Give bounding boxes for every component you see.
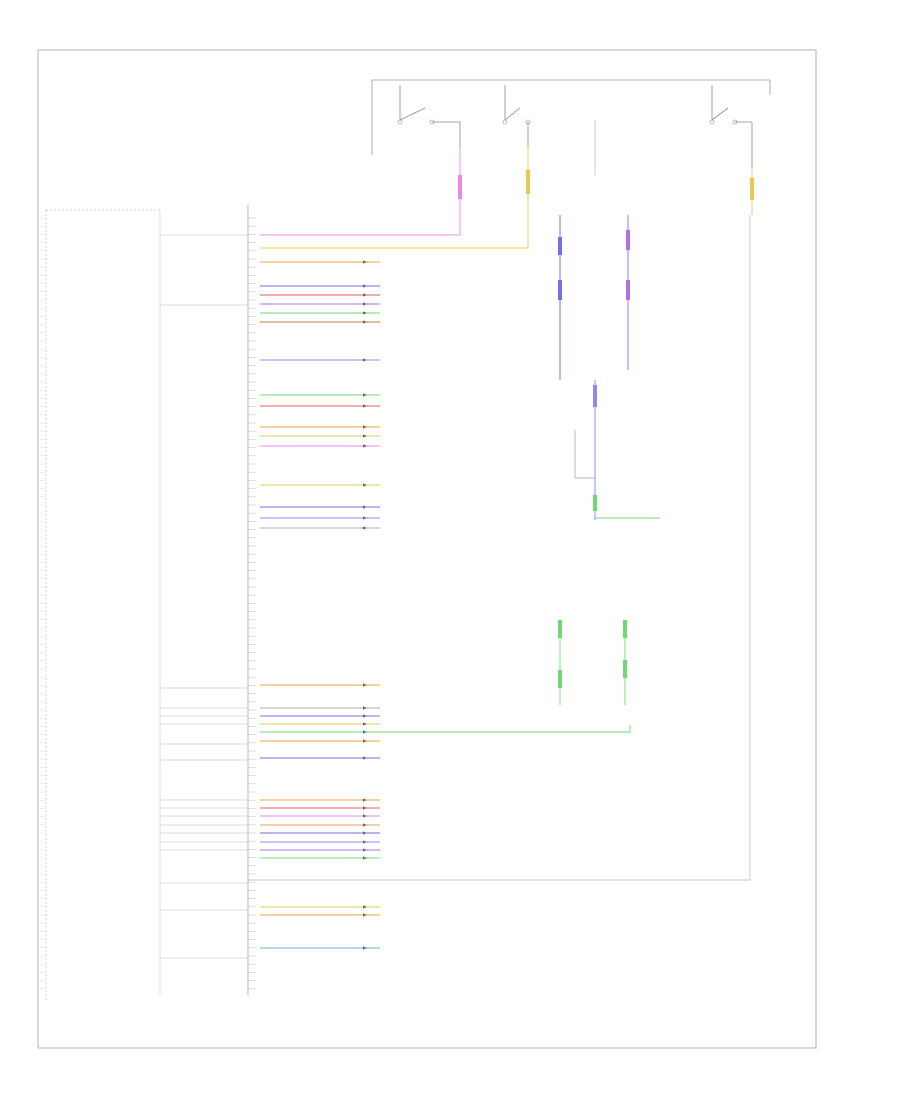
arrow-terminal — [363, 756, 367, 760]
arrow-terminal — [363, 284, 367, 288]
arrow-terminal — [363, 483, 367, 487]
wire-yellow-feed — [260, 148, 529, 249]
connector-pins — [40, 217, 256, 990]
right-vertical-cables — [558, 215, 660, 705]
wire-label-right — [750, 178, 754, 200]
arrow-terminal — [363, 714, 367, 718]
arrow-terminal — [363, 913, 367, 917]
arrow-terminal — [363, 293, 367, 297]
top-bus-drops — [371, 80, 771, 155]
diagram-frame — [37, 49, 817, 1049]
left-input-labels — [160, 234, 248, 959]
arrow-terminal — [363, 739, 367, 743]
circuit-wires — [260, 261, 631, 949]
arrow-terminal — [363, 393, 367, 397]
arrow-terminal — [363, 840, 367, 844]
wire-terminals — [363, 260, 367, 950]
arrow-terminal — [363, 848, 367, 852]
ignition-switch-2 — [502, 85, 531, 148]
arrow-terminal — [363, 683, 367, 687]
arrow-terminal — [363, 806, 367, 810]
wire-label-yellow — [526, 170, 530, 194]
arrow-terminal — [363, 434, 367, 438]
arrow-terminal — [363, 706, 367, 710]
wire-pink-feed — [260, 148, 461, 236]
arrow-terminal — [363, 404, 367, 408]
bcm-bracket — [45, 209, 160, 1000]
arrow-terminal — [363, 425, 367, 429]
arrow-terminal — [363, 444, 367, 448]
arrow-terminal — [363, 320, 367, 324]
ignition-switch-1 — [397, 85, 461, 148]
module-right-boundary — [248, 120, 751, 881]
arrow-terminal — [363, 358, 367, 362]
arrow-terminal — [363, 730, 367, 734]
arrow-terminal — [363, 722, 367, 726]
arrow-terminal — [363, 814, 367, 818]
ignition-switch-3 — [709, 85, 753, 168]
wire-label-pink — [458, 175, 462, 199]
arrow-terminal — [363, 946, 367, 950]
arrow-terminal — [363, 302, 367, 306]
arrow-terminal — [363, 823, 367, 827]
arrow-terminal — [363, 798, 367, 802]
arrow-terminal — [363, 516, 367, 520]
arrow-terminal — [363, 526, 367, 530]
arrow-terminal — [363, 905, 367, 909]
arrow-terminal — [363, 260, 367, 264]
arrow-terminal — [363, 856, 367, 860]
arrow-terminal — [363, 831, 367, 835]
arrow-terminal — [363, 505, 367, 509]
arrow-terminal — [363, 311, 367, 315]
